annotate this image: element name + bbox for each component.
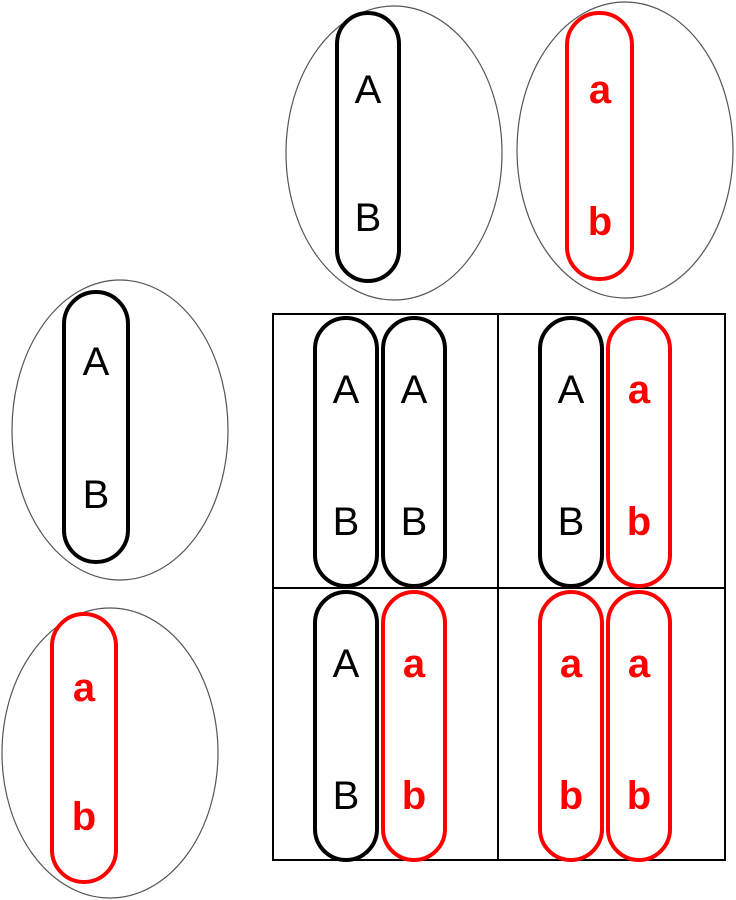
punnett-cell: a b a b (538, 590, 672, 862)
chromosome (606, 316, 672, 588)
allele-label: a (628, 368, 651, 412)
allele-label: A (401, 368, 428, 412)
allele-label: a (73, 666, 96, 710)
allele-label: A (83, 340, 110, 384)
chromosome (381, 590, 447, 862)
allele-label: b (559, 774, 583, 818)
gamete-left-bottom: a b (1, 607, 219, 899)
chromosome (335, 11, 401, 283)
punnett-cell: A Ba b (538, 316, 672, 588)
allele-label: a (403, 642, 426, 686)
gamete-top-left: A B (285, 5, 503, 301)
allele-label: B (333, 774, 360, 818)
chromosome (50, 612, 118, 884)
chromosome (62, 290, 130, 564)
gamete-cell-outline (1, 607, 219, 899)
allele-label: b (588, 200, 612, 244)
gamete-cell-outline (285, 5, 503, 301)
allele-label: b (627, 500, 651, 544)
gamete-top-right: a b (516, 1, 734, 299)
allele-label: B (558, 500, 585, 544)
allele-label: b (627, 774, 651, 818)
allele-label: B (355, 196, 382, 240)
chromosome (606, 590, 672, 862)
punnett-cell: A B A B (313, 316, 447, 588)
allele-label: B (333, 500, 360, 544)
allele-label: a (628, 642, 651, 686)
chromosome (538, 316, 604, 588)
allele-label: b (402, 774, 426, 818)
allele-label: A (333, 368, 360, 412)
gamete-left-top: A B (11, 279, 229, 581)
chromosome (565, 11, 634, 281)
allele-label: A (558, 368, 585, 412)
chromosome (381, 316, 447, 588)
allele-label: B (83, 473, 110, 517)
allele-label: A (355, 68, 382, 112)
allele-label: b (72, 795, 96, 839)
allele-label: A (333, 642, 360, 686)
allele-label: B (401, 500, 428, 544)
allele-label: a (589, 68, 612, 112)
chromosome (313, 316, 379, 588)
gamete-cell-outline (11, 279, 229, 581)
punnett-cell: A Ba b (313, 590, 447, 862)
allele-label: a (560, 642, 583, 686)
chromosome (538, 590, 604, 862)
chromosome (313, 590, 379, 862)
gamete-cell-outline (516, 1, 734, 299)
